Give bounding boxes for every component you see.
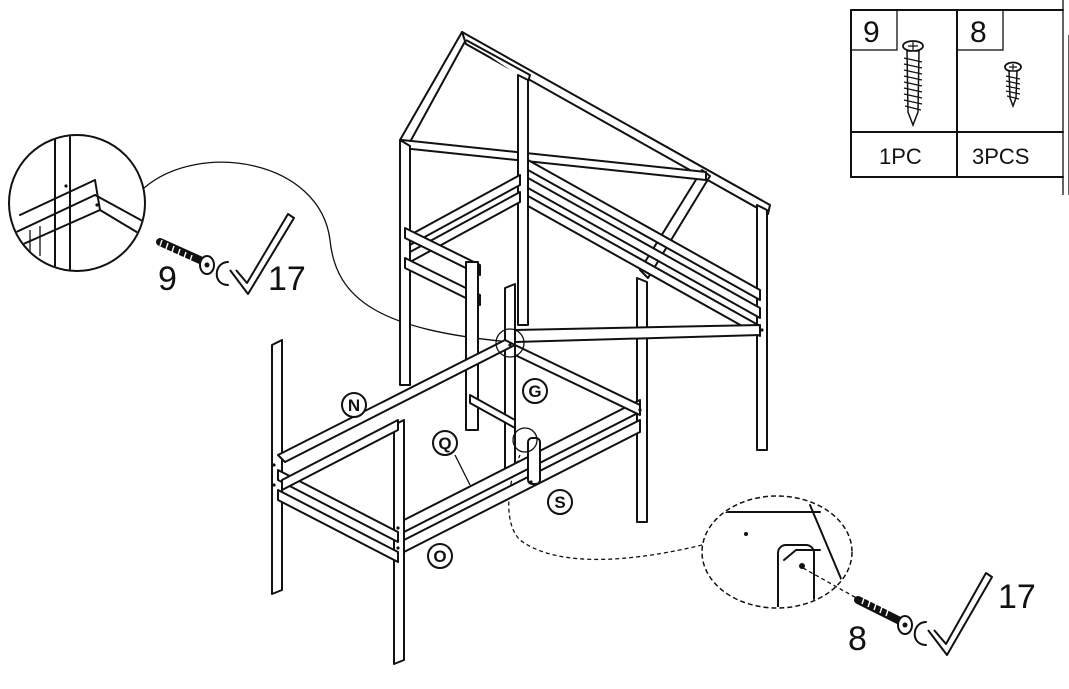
svg-text:N: N: [348, 396, 360, 415]
screw-8-callout: [854, 596, 913, 635]
long-screw-icon: [902, 40, 924, 128]
allen-key-icon: [215, 213, 295, 295]
part-label-n: N: [341, 392, 367, 418]
bed-frame: [271, 31, 771, 665]
svg-text:G: G: [528, 382, 541, 401]
parts-table: 9 8 1PC 3PCS: [850, 0, 1069, 195]
svg-text:S: S: [554, 493, 565, 512]
table-qty-3pcs: 3PCS: [972, 144, 1029, 169]
svg-text:Q: Q: [438, 434, 451, 453]
part-label-o: O: [427, 543, 453, 569]
screw-9-callout: [156, 238, 215, 275]
detail-circle-upper-left: [8, 134, 511, 343]
svg-text:O: O: [433, 547, 446, 566]
upper-screw-no: 9: [158, 260, 177, 298]
table-qty-1pc: 1PC: [879, 144, 922, 169]
table-part-no-8: 8: [970, 16, 987, 49]
lower-screw-no: 8: [848, 620, 867, 658]
allen-key-icon: [913, 572, 993, 656]
part-label-q: Q: [432, 430, 458, 456]
lower-tool-no: 17: [998, 578, 1036, 616]
upper-tool-no: 17: [268, 260, 306, 298]
detail-ellipse-lower-right: [508, 454, 853, 609]
part-label-g: G: [522, 378, 548, 404]
table-part-no-9: 9: [863, 16, 880, 49]
part-label-s: S: [547, 489, 573, 515]
short-screw-icon: [1004, 61, 1022, 109]
